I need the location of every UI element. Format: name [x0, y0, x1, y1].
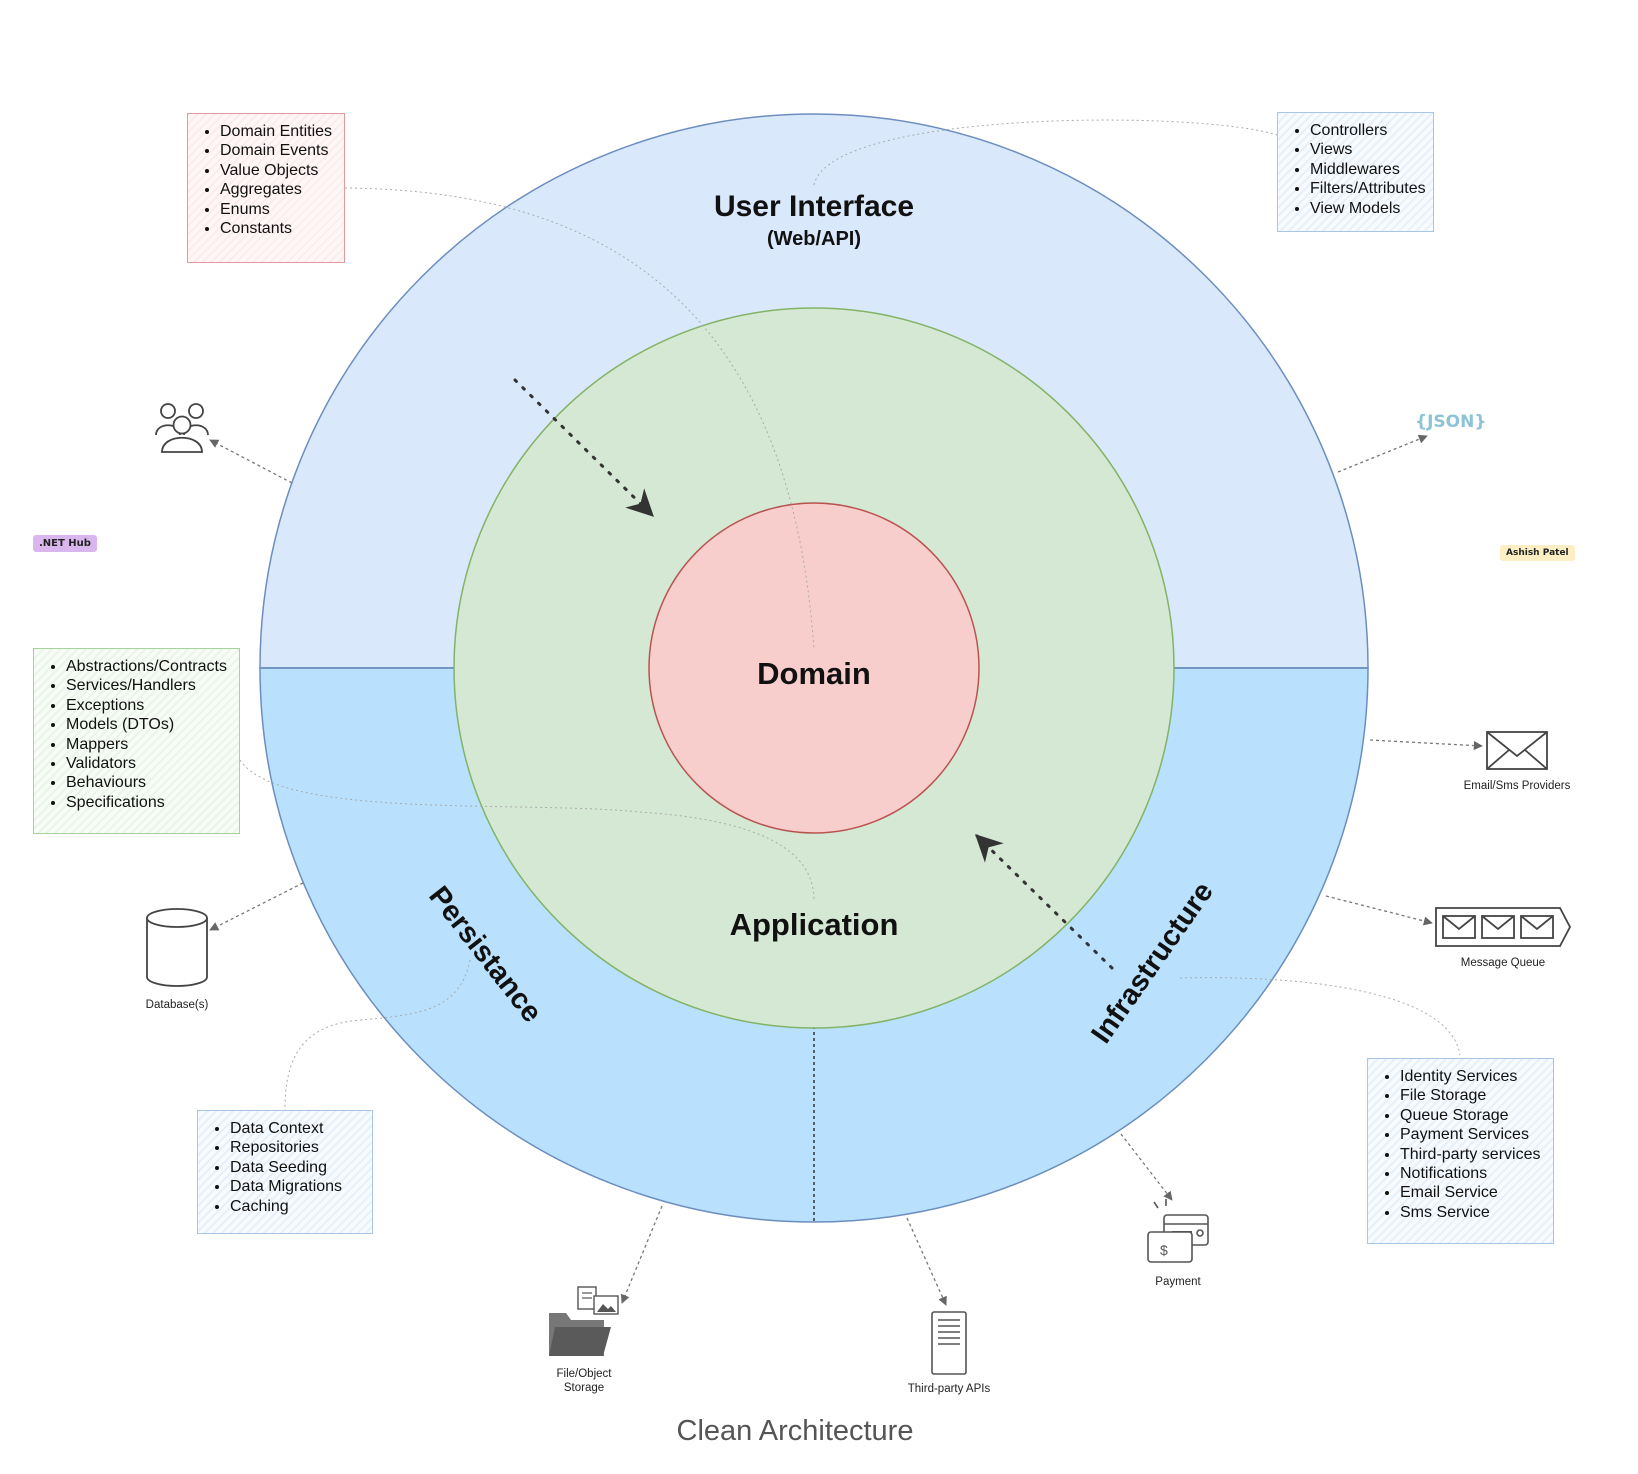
application-layer-label: Application [730, 907, 899, 942]
application-item: Specifications [66, 793, 231, 812]
persistance-item: Repositories [230, 1138, 364, 1157]
infrastructure-item: File Storage [1400, 1086, 1545, 1105]
infrastructure-item: Payment Services [1400, 1125, 1545, 1144]
ui-item: View Models [1310, 199, 1425, 218]
domain-item: Constants [220, 219, 336, 238]
ui-box: Controllers Views Middlewares Filters/At… [1277, 112, 1434, 232]
persistance-item: Data Seeding [230, 1158, 364, 1177]
infrastructure-item: Queue Storage [1400, 1106, 1545, 1125]
message-queue-label: Message Queue [1461, 957, 1545, 969]
external-arrows [209, 434, 1483, 1306]
domain-layer-label: Domain [757, 656, 871, 691]
ui-item: Controllers [1310, 121, 1425, 140]
persistance-box: Data Context Repositories Data Seeding D… [197, 1110, 373, 1234]
ui-item: Filters/Attributes [1310, 179, 1426, 198]
file-storage-icon [549, 1286, 619, 1356]
infrastructure-item: Sms Service [1400, 1203, 1545, 1222]
json-icon: {JSON} [1415, 412, 1487, 432]
users-icon [155, 403, 209, 453]
third-party-label: Third-party APIs [908, 1383, 991, 1395]
svg-text:$: $ [1160, 1242, 1168, 1258]
infrastructure-item: Notifications [1400, 1164, 1545, 1183]
infrastructure-item: Third-party services [1400, 1145, 1545, 1164]
application-item: Abstractions/Contracts [66, 657, 231, 676]
ui-layer-subtitle: (Web/API) [767, 228, 861, 250]
application-item: Services/Handlers [66, 676, 231, 695]
figure-caption: Clean Architecture [676, 1415, 914, 1447]
application-item: Exceptions [66, 696, 231, 715]
application-box: Abstractions/Contracts Services/Handlers… [33, 648, 240, 834]
application-item: Models (DTOs) [66, 715, 231, 734]
message-queue-icon [1435, 907, 1572, 947]
server-icon [931, 1311, 967, 1375]
database-icon [146, 908, 208, 987]
database-label: Database(s) [146, 999, 209, 1011]
domain-item: Enums [220, 200, 336, 219]
domain-box: Domain Entities Domain Events Value Obje… [187, 113, 345, 263]
ui-item: Middlewares [1310, 160, 1425, 179]
domain-item: Aggregates [220, 180, 336, 199]
author-tag: Ashish Patel [1500, 545, 1575, 561]
persistance-item: Caching [230, 1197, 364, 1216]
email-icon [1486, 731, 1548, 770]
domain-layer [648, 502, 980, 834]
payment-label: Payment [1155, 1276, 1201, 1288]
ui-to-domain-arrow [513, 378, 654, 517]
net-hub-tag: .NET Hub [33, 535, 97, 552]
application-item: Mappers [66, 735, 231, 754]
domain-item: Value Objects [220, 161, 336, 180]
file-storage-label-1: File/Object [557, 1368, 613, 1380]
application-item: Validators [66, 754, 231, 773]
persistance-item: Data Migrations [230, 1177, 364, 1196]
infra-to-domain-arrow [975, 834, 1114, 970]
ui-item: Views [1310, 140, 1425, 159]
infrastructure-box: Identity Services File Storage Queue Sto… [1367, 1058, 1554, 1244]
ui-layer-title: User Interface [714, 190, 914, 223]
infrastructure-item: Identity Services [1400, 1067, 1545, 1086]
file-storage-label-2: Storage [564, 1382, 604, 1394]
email-label: Email/Sms Providers [1464, 780, 1571, 792]
application-item: Behaviours [66, 773, 231, 792]
payment-icon: $ [1147, 1199, 1209, 1263]
domain-item: Domain Events [220, 141, 336, 160]
persistance-item: Data Context [230, 1119, 364, 1138]
domain-item: Domain Entities [220, 122, 336, 141]
infrastructure-item: Email Service [1400, 1183, 1545, 1202]
connector-curves [239, 119, 1461, 1111]
